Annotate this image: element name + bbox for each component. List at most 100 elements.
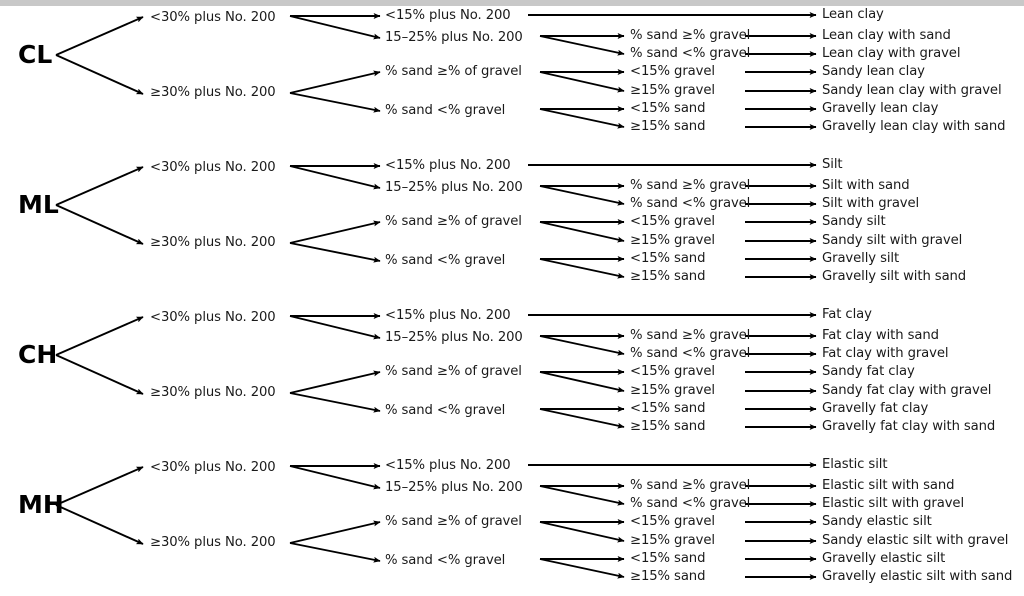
result-label-1: Silt with sand [822, 178, 910, 193]
label-15-25-plus-200: 15–25% plus No. 200 [385, 180, 523, 195]
label-sand-ge-gravel: % sand ≥% gravel [630, 28, 751, 43]
result-label-2: Silt with gravel [822, 196, 920, 211]
label-sand-lt-gravel: % sand <% gravel [385, 403, 506, 418]
label-sand-ge-gravel-of: % sand ≥% of gravel [385, 64, 522, 79]
result-label-6: Gravelly lean clay with sand [822, 119, 1006, 134]
arrow-group-to-gte30 [55, 204, 144, 245]
label-sand-lt-gravel: % sand <% gravel [385, 553, 506, 568]
arrow-lt30-to-15-25-200 [289, 15, 381, 40]
label-gte15-gravel: ≥15% gravel [630, 533, 715, 548]
group-label-ch: CH [18, 340, 58, 369]
label-lt15-sand: <15% sand [630, 251, 706, 266]
label-sand-ge-gravel: % sand ≥% gravel [630, 178, 751, 193]
label-gte15-sand: ≥15% sand [630, 419, 706, 434]
result-label-6: Gravelly elastic silt with sand [822, 569, 1013, 584]
result-label-4: Sandy lean clay with gravel [822, 83, 1002, 98]
arrow-lt30-to-15-25-200 [289, 165, 381, 190]
arrow-sandlt-to-gte15-sand [539, 258, 625, 279]
arrow-sandlt-to-gte15-sand [539, 108, 625, 129]
label-sand-ge-gravel: % sand ≥% gravel [630, 328, 751, 343]
label-lt15-plus-200: <15% plus No. 200 [385, 458, 511, 473]
arrow-gte30-to-sand-lt-gravel [289, 242, 381, 263]
result-label-3: Sandy lean clay [822, 64, 925, 79]
result-label-2: Elastic silt with gravel [822, 496, 965, 511]
label-gte30-plus-200: ≥30% plus No. 200 [150, 385, 276, 400]
label-lt30-plus-200: <30% plus No. 200 [150, 10, 276, 25]
result-label-2: Fat clay with gravel [822, 346, 949, 361]
label-sand-ge-gravel: % sand ≥% gravel [630, 478, 751, 493]
arrow-15-25-to-sand-lt-gravel [539, 335, 625, 356]
label-lt15-plus-200: <15% plus No. 200 [385, 308, 511, 323]
label-lt15-gravel: <15% gravel [630, 214, 715, 229]
label-15-25-plus-200: 15–25% plus No. 200 [385, 30, 523, 45]
result-label-5: Gravelly fat clay [822, 401, 929, 416]
connector-lines [55, 12, 817, 130]
label-gte15-sand: ≥15% sand [630, 569, 706, 584]
arrow-sandge-to-gte15-gravel [539, 221, 625, 243]
label-sand-ge-gravel-of: % sand ≥% of gravel [385, 364, 522, 379]
arrow-group-to-gte30 [55, 54, 144, 95]
top-gray-band [0, 0, 1024, 6]
arrow-gte30-to-sand-lt-gravel [289, 92, 381, 113]
connector-lines [55, 462, 817, 580]
block-ch: CH <30% plus No. 200 ≥30% plus No. 200 <15%… [0, 300, 1024, 450]
arrow-sandge-to-gte15-gravel [539, 521, 625, 543]
group-label-mh: MH [18, 490, 64, 519]
label-gte30-plus-200: ≥30% plus No. 200 [150, 85, 276, 100]
label-15-25-plus-200: 15–25% plus No. 200 [385, 480, 523, 495]
label-lt15-gravel: <15% gravel [630, 514, 715, 529]
arrow-gte30-to-sand-ge-gravel [289, 520, 381, 544]
label-lt15-plus-200: <15% plus No. 200 [385, 158, 511, 173]
arrow-sandlt-to-gte15-sand [539, 408, 625, 429]
label-lt30-plus-200: <30% plus No. 200 [150, 460, 276, 475]
arrow-gte30-to-sand-ge-gravel [289, 220, 381, 244]
label-lt15-plus-200: <15% plus No. 200 [385, 8, 511, 23]
block-ml: ML<30% plus No. 200≥30% plus No. 200<15%… [0, 150, 1024, 300]
label-lt15-gravel: <15% gravel [630, 64, 715, 79]
label-sand-lt-gravel: % sand <% gravel [385, 253, 506, 268]
arrow-15-25-to-sand-lt-gravel [539, 185, 625, 206]
result-label-5: Gravelly silt [822, 251, 900, 266]
connector-lines [55, 312, 817, 430]
result-label-0: Silt [822, 157, 843, 172]
arrow-gte30-to-sand-ge-gravel [289, 70, 381, 94]
arrow-sandlt-to-gte15-sand [539, 558, 625, 579]
label-15-25-plus-200: 15–25% plus No. 200 [385, 330, 523, 345]
arrow-gte30-to-sand-ge-gravel [289, 370, 381, 394]
result-label-4: Sandy elastic silt with gravel [822, 533, 1009, 548]
label-sand-ge-gravel-of: % sand ≥% of gravel [385, 514, 522, 529]
result-label-2: Lean clay with gravel [822, 46, 961, 61]
result-label-6: Gravelly fat clay with sand [822, 419, 996, 434]
block-cl: CL<30% plus No. 200≥30% plus No. 200<15%… [0, 0, 1024, 150]
label-lt30-plus-200: <30% plus No. 200 [150, 160, 276, 175]
label-sand-lt-gravel: % sand <% gravel [630, 496, 751, 511]
label-lt15-sand: <15% sand [630, 101, 706, 116]
label-gte15-sand: ≥15% sand [630, 119, 706, 134]
result-label-5: Gravelly lean clay [822, 101, 939, 116]
result-label-5: Gravelly elastic silt [822, 551, 946, 566]
label-gte15-gravel: ≥15% gravel [630, 383, 715, 398]
result-label-0: Fat clay [822, 307, 872, 322]
label-sand-lt-gravel: % sand <% gravel [630, 346, 751, 361]
label-gte15-sand: ≥15% sand [630, 269, 706, 284]
arrow-group-to-gte30 [55, 504, 144, 545]
arrow-sandge-to-gte15-gravel [539, 371, 625, 393]
label-lt30-plus-200: <30% plus No. 200 [150, 310, 276, 325]
result-label-0: Elastic silt [822, 457, 888, 472]
result-label-3: Sandy silt [822, 214, 886, 229]
arrow-15-25-to-sand-lt-gravel [539, 35, 625, 56]
arrow-group-to-lt30 [55, 16, 144, 56]
group-label-ml: ML [18, 190, 59, 219]
result-label-0: Lean clay [822, 7, 884, 22]
label-sand-ge-gravel-of: % sand ≥% of gravel [385, 214, 522, 229]
result-label-1: Fat clay with sand [822, 328, 939, 343]
label-gte30-plus-200: ≥30% plus No. 200 [150, 535, 276, 550]
result-label-1: Elastic silt with sand [822, 478, 955, 493]
label-gte15-gravel: ≥15% gravel [630, 233, 715, 248]
arrow-15-25-to-sand-lt-gravel [539, 485, 625, 506]
arrow-lt30-to-15-25-200 [289, 465, 381, 490]
result-label-3: Sandy elastic silt [822, 514, 932, 529]
result-label-4: Sandy fat clay with gravel [822, 383, 992, 398]
label-lt15-sand: <15% sand [630, 401, 706, 416]
connector-lines [55, 162, 817, 280]
